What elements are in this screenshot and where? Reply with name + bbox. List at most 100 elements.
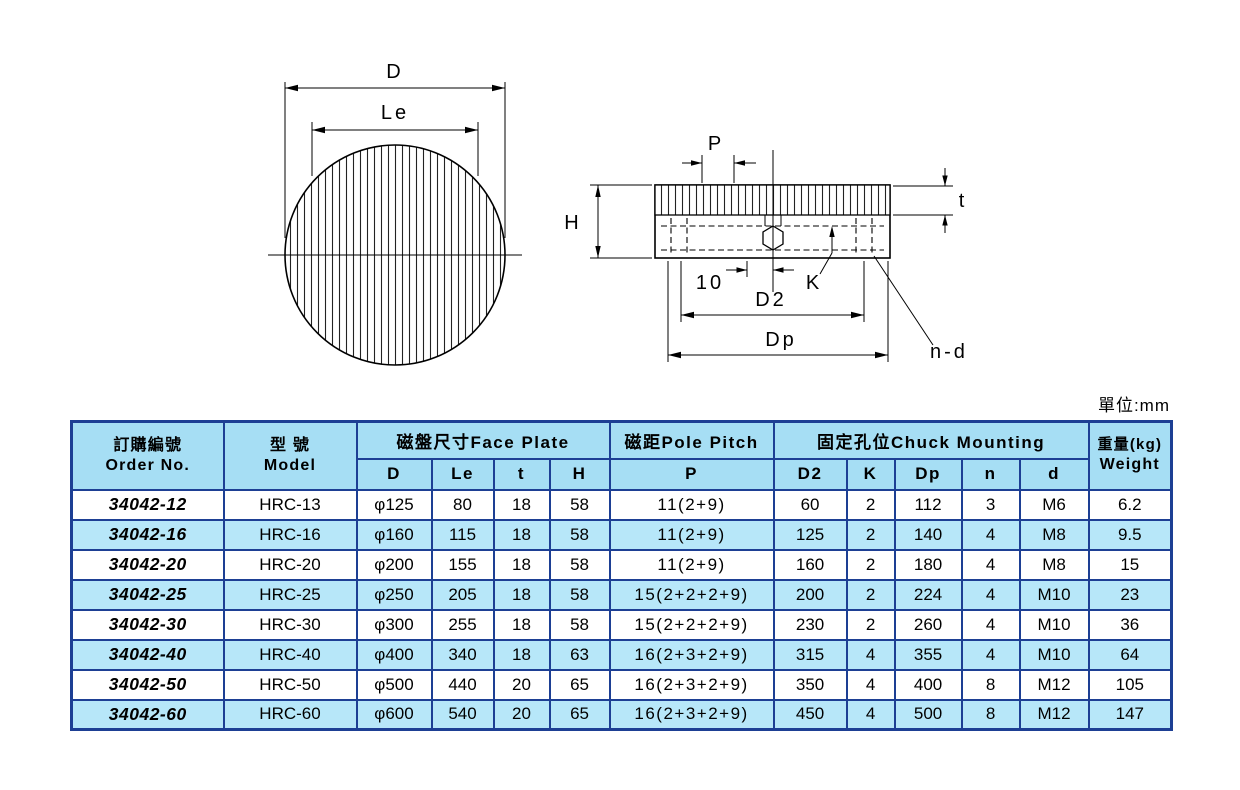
subheader-k: K (845, 457, 896, 491)
cell-d: φ300 (355, 608, 433, 641)
dim-label-d: D (386, 61, 403, 83)
cell-weight: 147 (1087, 698, 1173, 731)
cell-d2: 160 (772, 548, 848, 581)
cell-n: 4 (960, 608, 1021, 641)
header-order-no-zh: 訂購編號 (113, 436, 183, 454)
cell-dp: 140 (893, 518, 963, 551)
cell-dp: 260 (893, 608, 963, 641)
cell-d-thread: M12 (1018, 668, 1090, 701)
cell-n: 4 (960, 548, 1021, 581)
cell-le: 255 (430, 608, 495, 641)
subheader-d: D (355, 457, 433, 491)
cell-model: HRC-50 (222, 668, 358, 701)
cell-le: 80 (430, 488, 495, 521)
cell-n: 8 (960, 698, 1021, 731)
dim-label-10: 10 (696, 272, 724, 294)
cell-d: φ125 (355, 488, 433, 521)
k-dimension: K (806, 226, 835, 294)
t-dimension: t (893, 168, 968, 233)
cell-k: 2 (845, 578, 896, 611)
cell-weight: 64 (1087, 638, 1173, 671)
nd-leader: n-d (873, 255, 965, 363)
cell-d: φ500 (355, 668, 433, 701)
header-weight-en: Weight (1099, 456, 1160, 474)
cell-weight: 6.2 (1087, 488, 1173, 521)
cell-p: 11(2+9) (608, 488, 775, 521)
subheader-dp: Dp (893, 457, 963, 491)
table-row: 34042-40 HRC-40 φ400 340 18 63 16(2+3+2+… (70, 638, 1173, 671)
cell-n: 4 (960, 578, 1021, 611)
header-face-plate: 磁盤尺寸Face Plate (355, 420, 611, 460)
cell-d: φ160 (355, 518, 433, 551)
table-row: 34042-12 HRC-13 φ125 80 18 58 11(2+9) 60… (70, 488, 1173, 521)
front-view-drawing: D Le (268, 61, 522, 366)
cell-t: 18 (492, 608, 551, 641)
cell-d-thread: M10 (1018, 638, 1090, 671)
cell-dp: 355 (893, 638, 963, 671)
cell-weight: 105 (1087, 668, 1173, 701)
dim-label-dp: Dp (765, 329, 797, 351)
cell-n: 4 (960, 518, 1021, 551)
cell-d-thread: M8 (1018, 518, 1090, 551)
cell-model: HRC-16 (222, 518, 358, 551)
dim-label-k: K (806, 272, 822, 294)
dim-label-p: P (708, 133, 724, 155)
cell-h: 58 (548, 578, 611, 611)
cell-order-no: 34042-60 (70, 698, 225, 731)
header-model-zh: 型 號 (269, 436, 311, 454)
cell-weight: 9.5 (1087, 518, 1173, 551)
dim-label-h: H (564, 212, 581, 234)
cell-d-thread: M8 (1018, 548, 1090, 581)
header-order-no: 訂購編號 Order No. (70, 420, 225, 491)
cell-le: 155 (430, 548, 495, 581)
cell-p: 16(2+3+2+9) (608, 668, 775, 701)
cell-d-thread: M10 (1018, 608, 1090, 641)
cell-weight: 23 (1087, 578, 1173, 611)
cell-k: 4 (845, 638, 896, 671)
cell-order-no: 34042-50 (70, 668, 225, 701)
cell-k: 2 (845, 548, 896, 581)
cell-p: 11(2+9) (608, 548, 775, 581)
cell-p: 16(2+3+2+9) (608, 638, 775, 671)
header-chuck-mounting: 固定孔位Chuck Mounting (772, 420, 1090, 460)
cell-model: HRC-30 (222, 608, 358, 641)
cell-order-no: 34042-40 (70, 638, 225, 671)
subheader-d2: D2 (772, 457, 848, 491)
cell-n: 8 (960, 668, 1021, 701)
cell-d-thread: M6 (1018, 488, 1090, 521)
cell-p: 15(2+2+2+9) (608, 608, 775, 641)
cell-model: HRC-40 (222, 638, 358, 671)
technical-drawings: D Le (268, 61, 968, 366)
cell-t: 18 (492, 638, 551, 671)
dim-label-d2: D2 (755, 289, 787, 311)
cell-k: 2 (845, 518, 896, 551)
cell-n: 3 (960, 488, 1021, 521)
hidden-detail (661, 218, 884, 255)
cell-dp: 180 (893, 548, 963, 581)
cell-order-no: 34042-25 (70, 578, 225, 611)
cell-order-no: 34042-16 (70, 518, 225, 551)
table-row: 34042-60 HRC-60 φ600 540 20 65 16(2+3+2+… (70, 698, 1173, 731)
cell-t: 18 (492, 548, 551, 581)
table-row: 34042-30 HRC-30 φ300 255 18 58 15(2+2+2+… (70, 608, 1173, 641)
cell-d-thread: M12 (1018, 698, 1090, 731)
cell-d: φ200 (355, 548, 433, 581)
subheader-t: t (492, 457, 551, 491)
subheader-le: Le (430, 457, 495, 491)
cell-d: φ600 (355, 698, 433, 731)
cell-dp: 400 (893, 668, 963, 701)
cell-dp: 224 (893, 578, 963, 611)
side-view-drawing: P t H 10 (564, 133, 968, 363)
cell-le: 205 (430, 578, 495, 611)
cell-order-no: 34042-12 (70, 488, 225, 521)
cell-model: HRC-60 (222, 698, 358, 731)
cell-d: φ250 (355, 578, 433, 611)
header-weight: 重量(kg) Weight (1087, 420, 1173, 491)
cell-weight: 36 (1087, 608, 1173, 641)
cell-d2: 230 (772, 608, 848, 641)
dim-label-t: t (959, 190, 968, 212)
cell-h: 63 (548, 638, 611, 671)
cell-d2: 315 (772, 638, 848, 671)
cell-t: 20 (492, 698, 551, 731)
cell-order-no: 34042-20 (70, 548, 225, 581)
